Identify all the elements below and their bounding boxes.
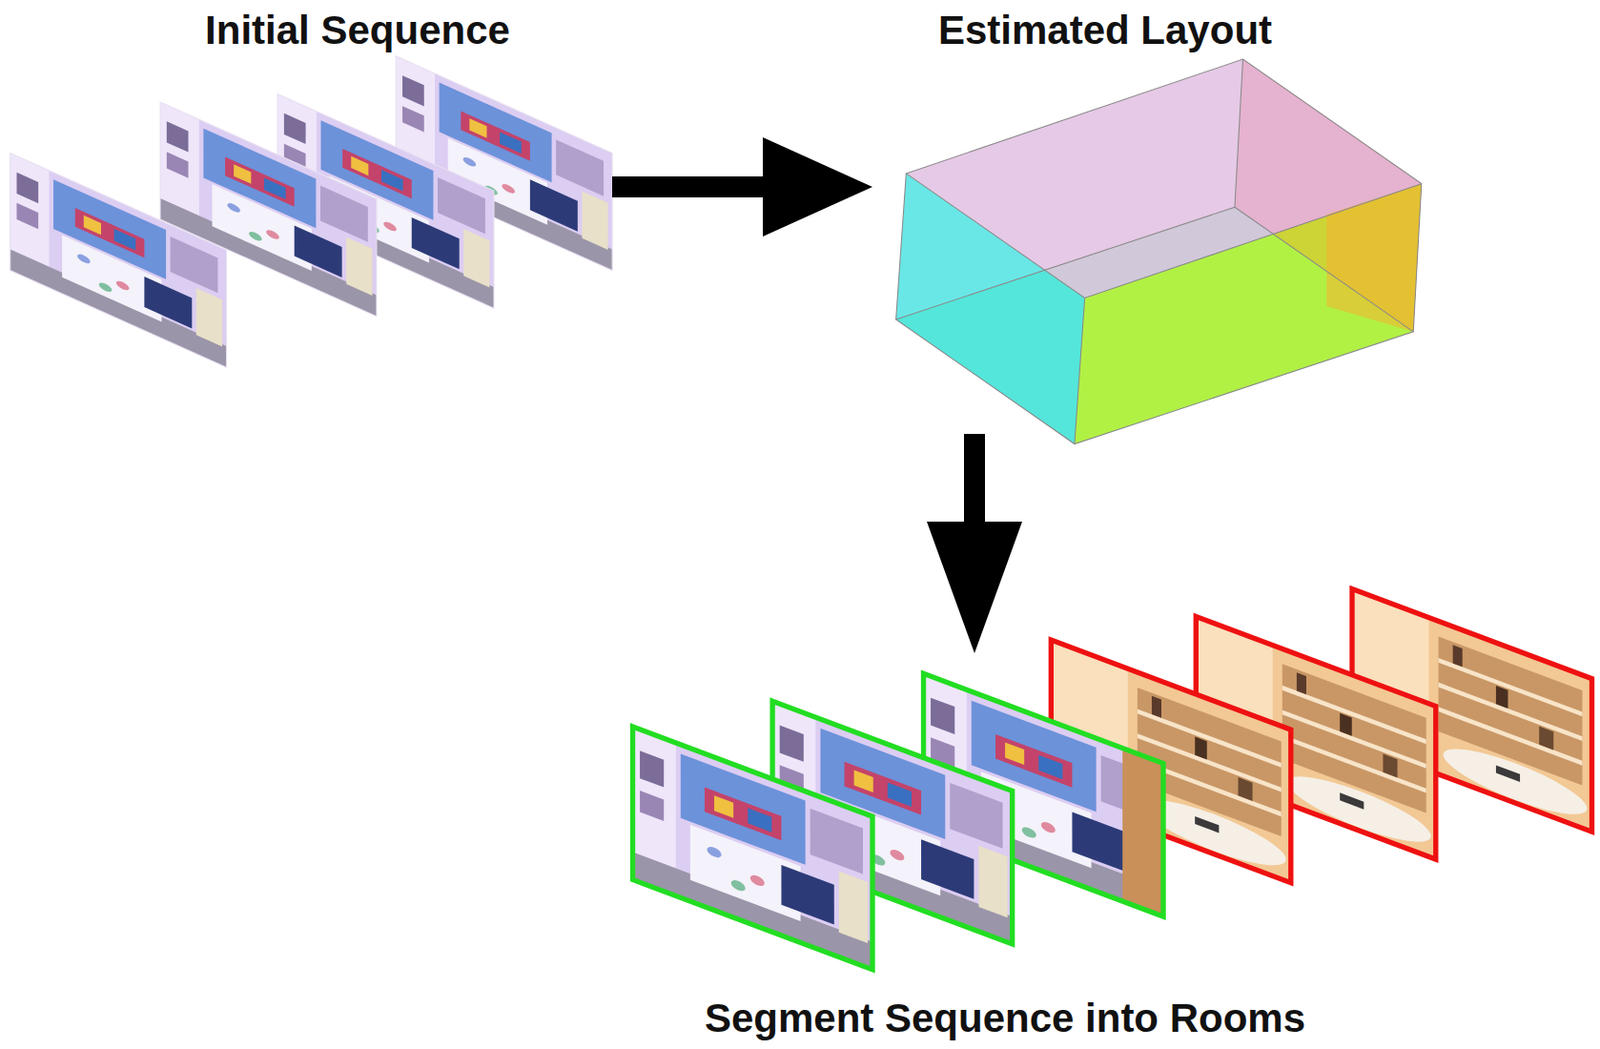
green-frame-border (633, 726, 873, 970)
sequence-frame (10, 153, 227, 369)
illustration-group-node: Segment Sequence into Rooms (624, 653, 1386, 1042)
box-edges (896, 59, 1422, 444)
box-edge (896, 59, 1244, 320)
frame-edge (10, 153, 227, 369)
illustration-group (10, 56, 1593, 970)
box-face-overlap (1326, 184, 1422, 332)
block-arrow (926, 433, 1023, 654)
group-heading: Estimated Layout (938, 7, 1272, 54)
box-face-front (1074, 184, 1422, 445)
room-frame (633, 726, 873, 970)
box-outline (896, 59, 1422, 444)
illustration-group-node: Initial Sequence (102, 7, 613, 369)
frame-image (633, 726, 873, 970)
group-heading: Initial Sequence (205, 7, 511, 54)
box-face-cyan (896, 173, 1086, 445)
illustration-group-node: Estimated Layout (872, 7, 1338, 434)
doorway (1122, 747, 1164, 917)
block-arrow (612, 137, 873, 237)
group-heading: Segment Sequence into Rooms (704, 995, 1306, 1042)
frame-image (10, 153, 227, 369)
box-edge (1074, 297, 1086, 444)
box-edge (1234, 206, 1414, 332)
box-edge (905, 173, 1421, 299)
